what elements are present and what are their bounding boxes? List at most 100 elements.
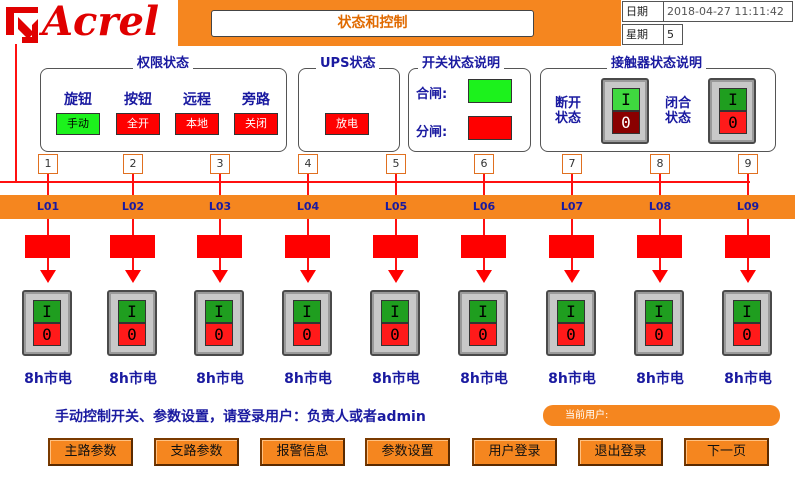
switch-legend-title: 开关状态说明 xyxy=(418,56,505,72)
brand-logo-text: Acrel xyxy=(42,0,160,45)
bus-loop-label: L09 xyxy=(736,200,760,213)
loop-drop-line xyxy=(659,174,661,196)
acrel-logo-icon xyxy=(6,7,38,43)
loop-caption: 8h市电 xyxy=(196,371,244,387)
loop-feed-line xyxy=(747,219,749,235)
bus-loop-label: L07 xyxy=(560,200,584,213)
closed-legend-label: 合闸: xyxy=(416,87,448,102)
perm-remote-value[interactable]: 本地 xyxy=(175,113,219,135)
loop-arrow-stem xyxy=(47,258,49,270)
week-value: 5 xyxy=(663,24,683,45)
open-legend-swatch xyxy=(468,116,512,140)
loop-caption: 8h市电 xyxy=(460,371,508,387)
bus-bar xyxy=(0,195,795,219)
perm-button-label: 按钮 xyxy=(124,92,152,108)
breaker-status-indicator[interactable] xyxy=(461,235,506,258)
loop-drop-line xyxy=(747,174,749,196)
loop-feed-line xyxy=(307,219,309,235)
open-legend-label: 分闸: xyxy=(416,125,448,140)
loop-caption: 8h市电 xyxy=(724,371,772,387)
loop-arrow-stem xyxy=(571,258,573,270)
switch-off-segment: 0 xyxy=(293,323,321,346)
perm-bypass-label: 旁路 xyxy=(242,92,270,108)
switch-off-segment: 0 xyxy=(205,323,233,346)
switch-off-segment: 0 xyxy=(612,111,640,134)
loop-feed-line xyxy=(395,219,397,235)
perm-knob-value[interactable]: 手动 xyxy=(56,113,100,135)
switch-on-segment: I xyxy=(469,300,497,323)
loop-caption: 8h市电 xyxy=(548,371,596,387)
loop-index-box: 8 xyxy=(650,154,670,174)
switch-off-segment: 0 xyxy=(733,323,761,346)
footer-button-7[interactable]: 下一页 xyxy=(684,438,769,466)
down-arrow-icon xyxy=(212,270,228,283)
breaker-status-indicator[interactable] xyxy=(110,235,155,258)
breaker-status-indicator[interactable] xyxy=(25,235,70,258)
breaker-status-indicator[interactable] xyxy=(197,235,242,258)
loop-caption: 8h市电 xyxy=(109,371,157,387)
bus-loop-label: L06 xyxy=(472,200,496,213)
switch-on-segment: I xyxy=(733,300,761,323)
footer-button-3[interactable]: 报警信息 xyxy=(260,438,345,466)
breaker-status-indicator[interactable] xyxy=(285,235,330,258)
footer-button-5[interactable]: 用户登录 xyxy=(472,438,557,466)
bus-loop-label: L04 xyxy=(296,200,320,213)
down-arrow-icon xyxy=(652,270,668,283)
breaker-status-indicator[interactable] xyxy=(725,235,770,258)
loop-feed-line xyxy=(132,219,134,235)
switch-off-segment: 0 xyxy=(469,323,497,346)
loop-index-box: 7 xyxy=(562,154,582,174)
current-user-field: 当前用户: xyxy=(543,405,780,426)
switch-on-segment: I xyxy=(118,300,146,323)
loop-drop-line xyxy=(307,174,309,196)
loop-feed-line xyxy=(483,219,485,235)
loop-arrow-stem xyxy=(747,258,749,270)
breaker-status-indicator[interactable] xyxy=(373,235,418,258)
down-arrow-icon xyxy=(300,270,316,283)
footer-button-2[interactable]: 支路参数 xyxy=(154,438,239,466)
loop-feed-line xyxy=(219,219,221,235)
ups-status-value: 放电 xyxy=(325,113,369,135)
down-arrow-icon xyxy=(476,270,492,283)
loop-arrow-stem xyxy=(219,258,221,270)
loop-caption: 8h市电 xyxy=(372,371,420,387)
distribution-line xyxy=(0,181,750,183)
footer-button-4[interactable]: 参数设置 xyxy=(365,438,450,466)
switch-off-segment: 0 xyxy=(719,111,747,134)
perm-bypass-value[interactable]: 关闭 xyxy=(234,113,278,135)
current-user-label: 当前用户: xyxy=(565,410,609,421)
page-title: 状态和控制 xyxy=(211,10,534,37)
loop-index-box: 2 xyxy=(123,154,143,174)
contactor-open-legend-switch: I 0 xyxy=(601,78,649,144)
loop-drop-line xyxy=(483,174,485,196)
footer-button-6[interactable]: 退出登录 xyxy=(578,438,663,466)
bus-loop-label: L08 xyxy=(648,200,672,213)
switch-off-segment: 0 xyxy=(118,323,146,346)
switch-off-segment: 0 xyxy=(381,323,409,346)
loop-feed-line xyxy=(47,219,49,235)
switch-on-segment: I xyxy=(645,300,673,323)
breaker-status-indicator[interactable] xyxy=(637,235,682,258)
perm-button-value[interactable]: 全开 xyxy=(116,113,160,135)
loop-caption: 8h市电 xyxy=(24,371,72,387)
loop-index-box: 5 xyxy=(386,154,406,174)
switch-off-segment: 0 xyxy=(645,323,673,346)
breaker-status-indicator[interactable] xyxy=(549,235,594,258)
loop-caption: 8h市电 xyxy=(284,371,332,387)
closed-legend-swatch xyxy=(468,79,512,103)
loop-arrow-stem xyxy=(659,258,661,270)
bus-loop-label: L05 xyxy=(384,200,408,213)
switch-off-segment: 0 xyxy=(557,323,585,346)
loop-index-box: 1 xyxy=(38,154,58,174)
footer-button-1[interactable]: 主路参数 xyxy=(48,438,133,466)
loop-arrow-stem xyxy=(307,258,309,270)
